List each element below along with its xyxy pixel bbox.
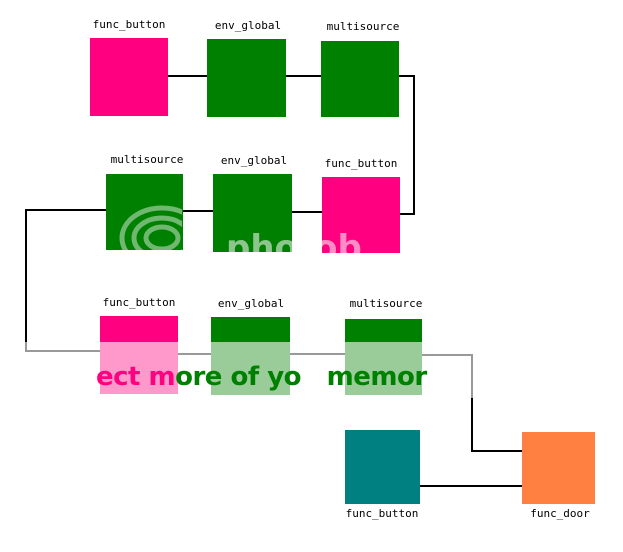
node-label: func_button (324, 157, 398, 170)
node-func-door (522, 432, 595, 504)
wire-n9-n11 (422, 354, 522, 452)
node-func-button-4 (345, 430, 420, 504)
watermark-logo-icon (108, 190, 182, 264)
node-label: env_global (217, 297, 285, 310)
node-label: multisource (326, 20, 400, 33)
node-label: env_global (214, 19, 282, 32)
node-label: multisource (110, 153, 184, 166)
node-env-global-2 (213, 174, 292, 252)
watermark-text-green: ore of yo memor (175, 362, 427, 392)
node-multisource-1 (321, 41, 399, 117)
node-func-button-2 (322, 177, 400, 253)
watermark-text-top: photob (226, 228, 362, 268)
watermark-text-pink: ect m (96, 362, 176, 392)
wire-n4-row3 (25, 209, 106, 352)
node-label: func_button (102, 296, 176, 309)
node-label: multisource (349, 297, 423, 310)
node-multisource-2 (106, 174, 183, 250)
watermark-text-bottom: ect more of yo memor (96, 362, 427, 392)
node-env-global-1 (207, 39, 286, 117)
wire-n3-n6 (399, 75, 415, 215)
node-label: func_button (345, 507, 419, 520)
node-func-button-1 (90, 38, 168, 116)
node-label: env_global (220, 154, 288, 167)
node-label: func_button (92, 18, 166, 31)
node-label: func_door (530, 507, 590, 520)
